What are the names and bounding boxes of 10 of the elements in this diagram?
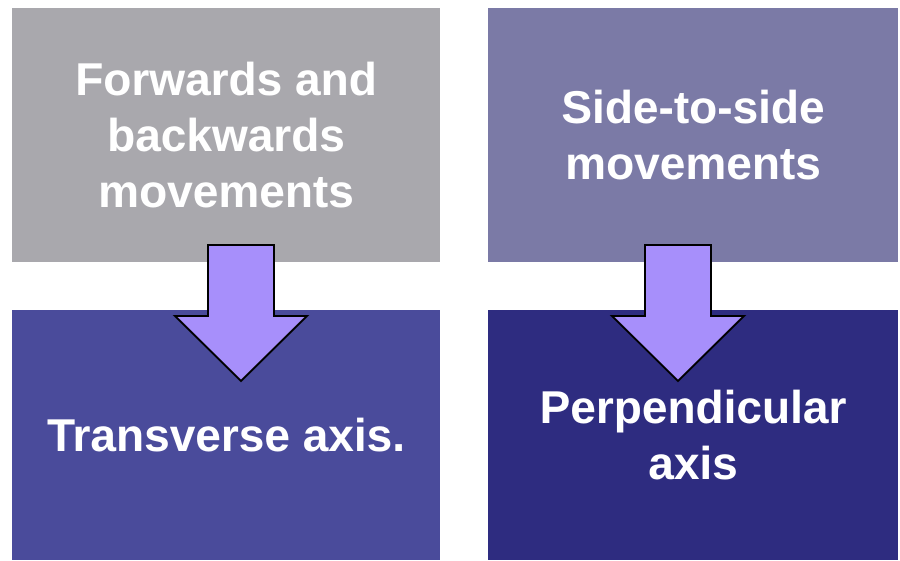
- text-box: [12, 310, 440, 560]
- text-box: [488, 310, 898, 560]
- box-label: Perpendicular axis: [538, 380, 848, 491]
- box-label: Side-to-side movements: [560, 80, 826, 191]
- block-arrow: [610, 244, 746, 382]
- box-label: Forwards and backwards movements: [74, 52, 378, 220]
- box-label: Transverse axis.: [46, 408, 406, 463]
- text-box: [12, 8, 440, 262]
- block-arrow: [172, 244, 310, 382]
- text-box: [488, 8, 898, 262]
